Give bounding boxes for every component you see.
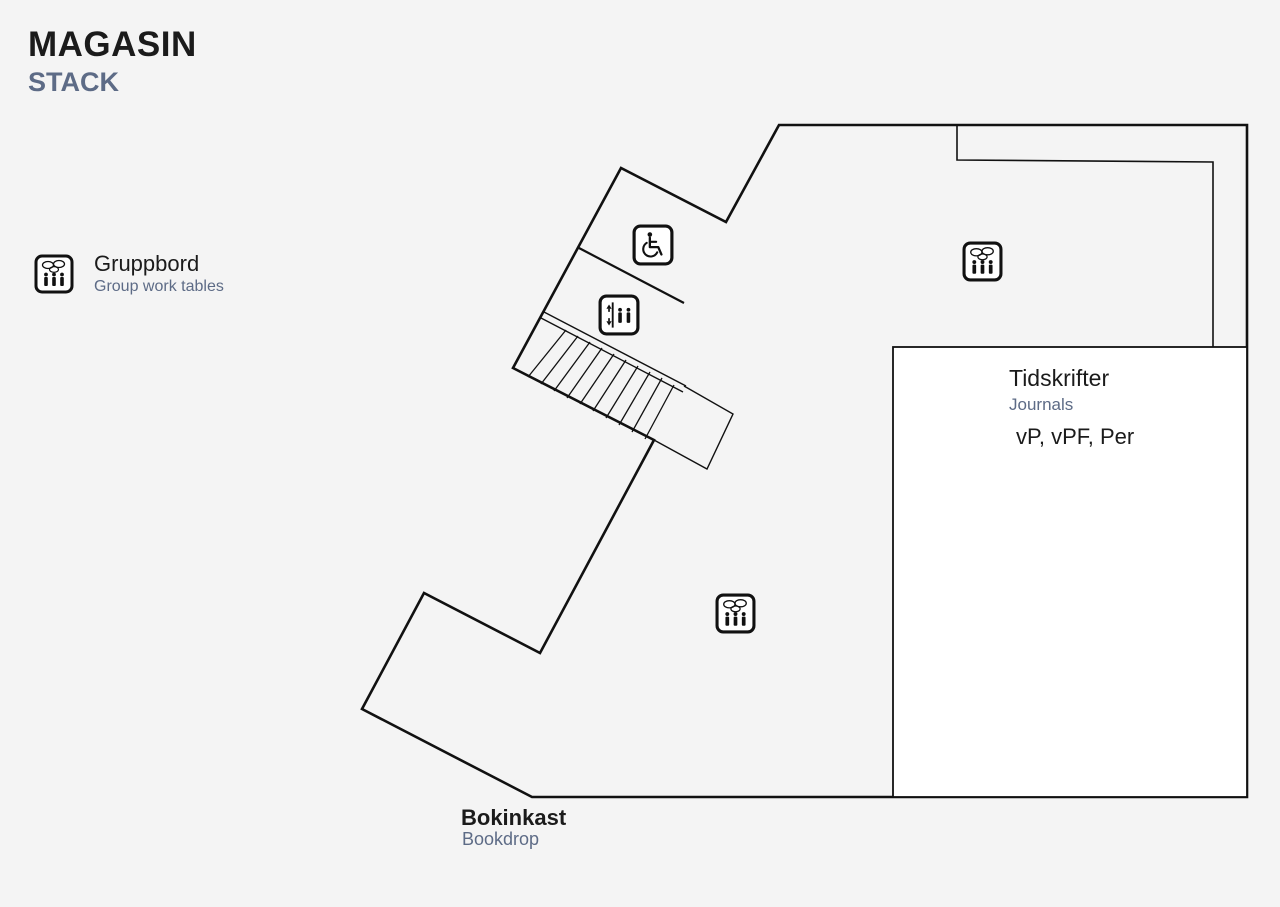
bookdrop-label: Bokinkast — [461, 805, 567, 830]
page-title: MAGASIN — [28, 25, 197, 64]
journals-shelf-codes: vP, vPF, Per — [1016, 424, 1135, 449]
legend-label: Gruppbord — [94, 251, 200, 276]
legend-sublabel: Group work tables — [94, 278, 224, 295]
upper-corridor-wall — [956, 125, 1214, 347]
journals-sublabel: Journals — [1009, 395, 1074, 414]
staircase — [527, 329, 675, 440]
group-work-table-icon — [715, 593, 756, 634]
elevator-room-wall — [540, 317, 684, 393]
bookdrop-sublabel: Bookdrop — [462, 829, 540, 849]
wheelchair-icon — [632, 224, 674, 266]
stair-landing — [653, 385, 734, 470]
elevator-icon — [598, 294, 640, 336]
journals-label: Tidskrifter — [1009, 365, 1110, 391]
accessible-room-wall — [578, 247, 685, 304]
page-subtitle: STACK — [28, 67, 119, 97]
journals-area — [892, 346, 1248, 798]
group-work-table-icon — [34, 254, 74, 294]
elevator-room-wall — [543, 311, 687, 387]
group-work-table-icon — [962, 241, 1003, 282]
